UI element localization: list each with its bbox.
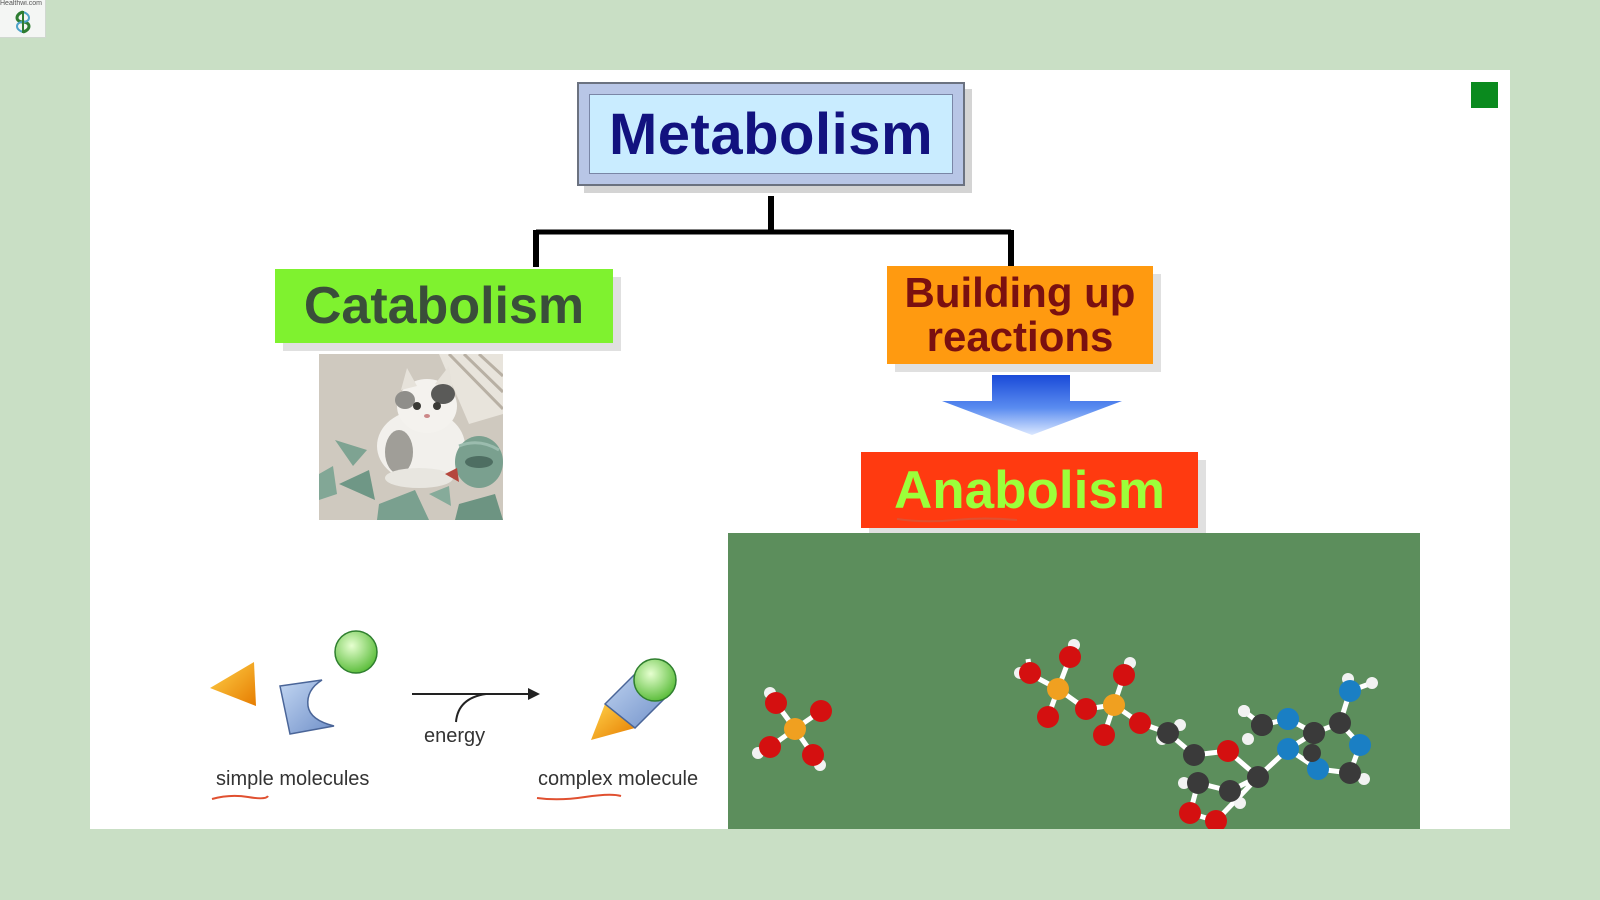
cat-with-broken-vase-image xyxy=(319,354,503,520)
leaf-caduceus-icon xyxy=(15,10,31,34)
page-title: Metabolism xyxy=(608,101,934,167)
title-inner: Metabolism xyxy=(589,94,953,174)
building-up-line2: reactions xyxy=(926,313,1114,360)
simple-molecules-label: simple molecules xyxy=(216,768,370,790)
title-box: Metabolism xyxy=(577,82,965,186)
energy-label: energy xyxy=(424,725,486,747)
simple-molecules-shapes xyxy=(210,630,378,735)
slide: Metabolism Catabolism xyxy=(90,70,1510,829)
catabolism-label: Catabolism xyxy=(303,277,585,335)
complex-molecule-label: complex molecule xyxy=(538,768,699,790)
anabolism-label: Anabolism xyxy=(894,460,1165,520)
simple-underline xyxy=(211,794,269,800)
anabolism-box: Anabolism xyxy=(861,452,1198,528)
logo[interactable]: Healthwi.com xyxy=(0,0,46,38)
building-up-line1: Building up xyxy=(904,269,1136,316)
complex-underline xyxy=(536,793,622,801)
building-up-reactions-box: Building up reactions xyxy=(887,266,1153,364)
catabolism-box: Catabolism xyxy=(275,269,613,343)
reaction-diagram: energy xyxy=(210,630,740,820)
logo-text: Healthwi.com xyxy=(0,0,43,7)
atp-molecule-panel xyxy=(728,533,1420,829)
corner-marker xyxy=(1471,82,1498,108)
energy-arrow-icon xyxy=(412,688,540,723)
down-arrow-icon xyxy=(942,375,1122,435)
tree-connector xyxy=(533,196,1014,267)
complex-molecule-shape xyxy=(591,658,677,740)
anabolism-underline xyxy=(896,517,1018,523)
